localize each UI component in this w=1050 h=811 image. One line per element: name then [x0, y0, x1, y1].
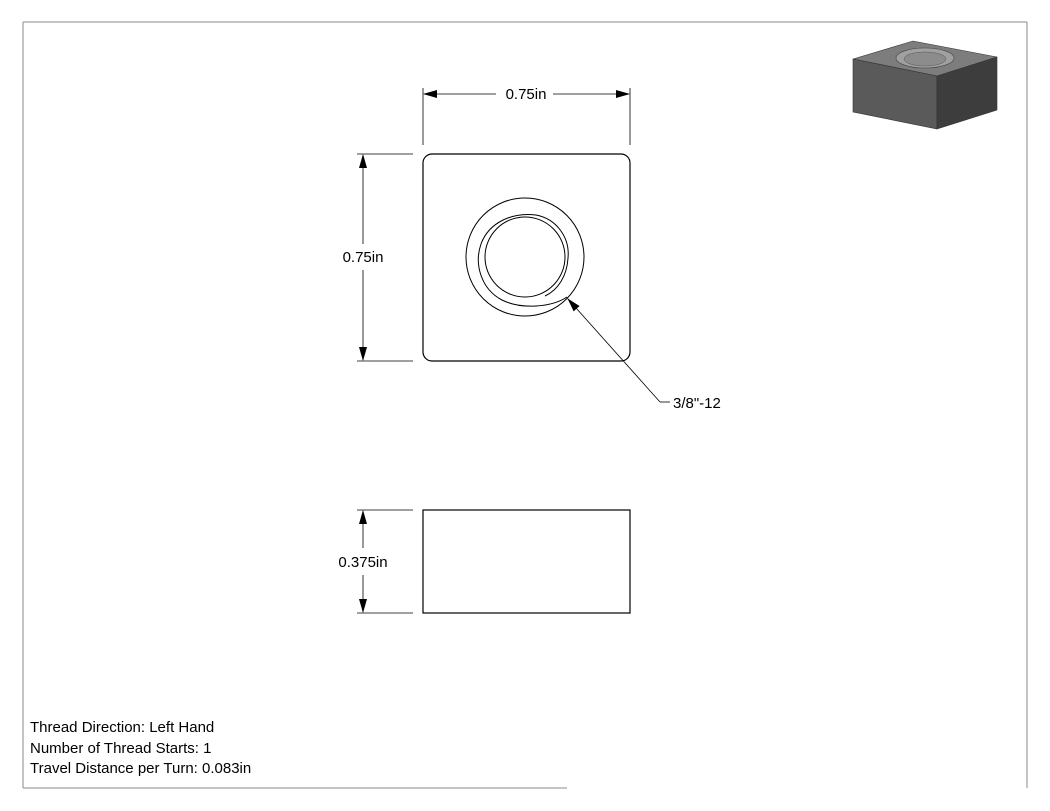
dimension-label-top-width: 0.75in	[506, 86, 547, 103]
dimension-top-width: 0.75in	[422, 86, 631, 145]
thread-callout: 3/8"-12	[567, 298, 721, 412]
thread-major-circle	[465, 197, 585, 317]
top-view	[422, 153, 631, 362]
note-travel-distance: Travel Distance per Turn: 0.083in	[30, 760, 252, 777]
note-thread-direction: Thread Direction: Left Hand	[30, 719, 215, 736]
nut-outline-side	[422, 509, 631, 614]
thread-notes: Thread Direction: Left Hand Number of Th…	[30, 718, 251, 780]
dimension-side-thickness: 0.375in	[338, 509, 413, 614]
note-thread-starts: Number of Thread Starts: 1	[30, 739, 212, 757]
dimension-label-top-height: 0.75in	[343, 249, 384, 266]
side-view	[422, 509, 631, 614]
nut-outline-top	[422, 153, 631, 362]
iso-hole-inner	[903, 51, 947, 67]
thread-minor-circle	[484, 216, 566, 298]
iso-side-face	[936, 56, 998, 130]
dimension-top-height: 0.75in	[343, 153, 413, 362]
sheet-frame	[22, 21, 1028, 789]
dimension-label-side-thickness: 0.375in	[338, 554, 387, 571]
thread-spec-label: 3/8"-12	[673, 395, 721, 412]
thread-spiral	[477, 213, 569, 307]
square-nut-3d-icon	[852, 40, 998, 130]
